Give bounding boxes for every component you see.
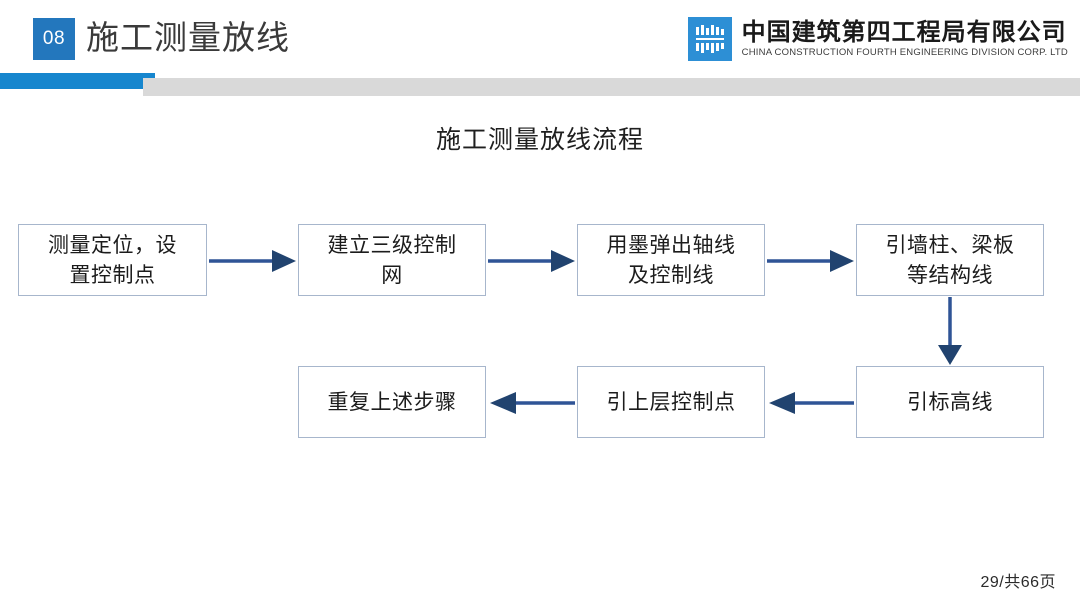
flow-arrow-n7-n6 (769, 392, 854, 414)
flow-arrow-n6-n5 (490, 392, 575, 414)
flow-node-upper-control-points: 引上层控制点 (577, 366, 765, 438)
section-number-badge: 08 (33, 18, 75, 60)
flow-node-line-1: 测量定位，设 (48, 233, 177, 257)
header-accent-bar-blue (0, 73, 155, 89)
flow-node-measure-positioning: 测量定位，设 置控制点 (18, 224, 207, 296)
flow-arrow-n1-n2 (209, 250, 296, 272)
slide-header: 08 施工测量放线 (0, 0, 1080, 96)
flow-node-line-1: 重复上述步骤 (327, 390, 457, 414)
company-name-en: CHINA CONSTRUCTION FOURTH ENGINEERING DI… (741, 47, 1068, 58)
flow-node-line-1: 引墙柱、梁板 (885, 233, 1015, 257)
header-accent-bar-gray (143, 78, 1080, 96)
company-name-block: 中国建筑第四工程局有限公司 CHINA CONSTRUCTION FOURTH … (742, 18, 1068, 60)
flow-node-line-1: 用墨弹出轴线 (606, 233, 736, 257)
flowchart-title: 施工测量放线流程 (435, 125, 644, 154)
page-number-label: 29/共66页 (980, 574, 1056, 591)
flow-node-elevation-line: 引标高线 (856, 366, 1044, 438)
company-name-cn: 中国建筑第四工程局有限公司 (741, 18, 1067, 46)
flow-node-structure-lines: 引墙柱、梁板 等结构线 (856, 224, 1044, 296)
flow-node-line-2: 及控制线 (628, 263, 714, 287)
flow-node-ink-axis-lines: 用墨弹出轴线 及控制线 (577, 224, 765, 296)
flow-node-three-level-control-net: 建立三级控制 网 (298, 224, 486, 296)
flow-node-line-2: 网 (381, 263, 403, 287)
flow-node-line-1: 引上层控制点 (606, 390, 736, 414)
flow-arrow-n4-n7 (938, 297, 962, 365)
flow-arrow-n2-n3 (488, 250, 575, 272)
flow-node-line-1: 引标高线 (907, 390, 993, 414)
flow-node-line-2: 等结构线 (907, 263, 993, 287)
cscec-logo-icon (687, 17, 732, 61)
flow-node-line-1: 建立三级控制 (327, 233, 457, 257)
flow-node-repeat-steps: 重复上述步骤 (298, 366, 486, 438)
flow-node-line-2: 置控制点 (69, 263, 156, 287)
page-title: 施工测量放线 (86, 18, 290, 57)
flow-arrow-n3-n4 (767, 250, 854, 272)
company-logo: 中国建筑第四工程局有限公司 CHINA CONSTRUCTION FOURTH … (687, 13, 1068, 65)
